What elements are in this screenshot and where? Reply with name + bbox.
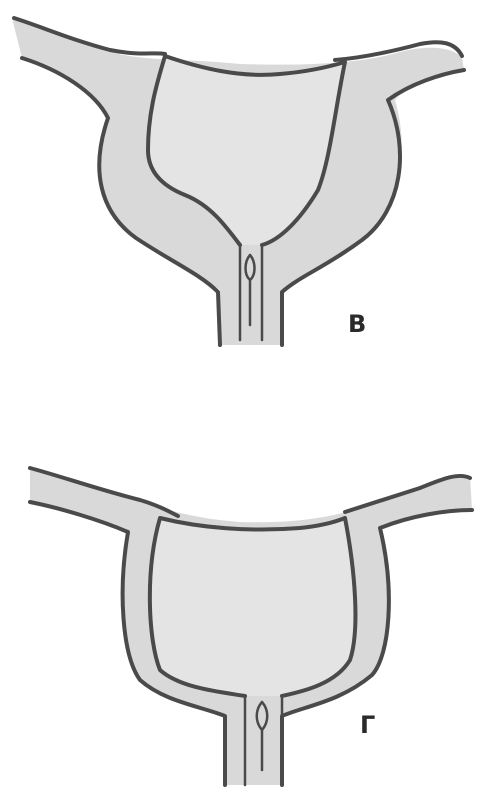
panel-label-v: В bbox=[348, 312, 366, 336]
uterine-cavity bbox=[150, 518, 356, 696]
uterus-diagram-v-svg bbox=[0, 0, 485, 360]
uterus-diagram-v: В bbox=[0, 0, 485, 360]
uterus-diagram-g-svg bbox=[0, 440, 485, 788]
panel-label-g: Г bbox=[360, 713, 375, 737]
uterus-diagram-g: Г bbox=[0, 440, 485, 788]
